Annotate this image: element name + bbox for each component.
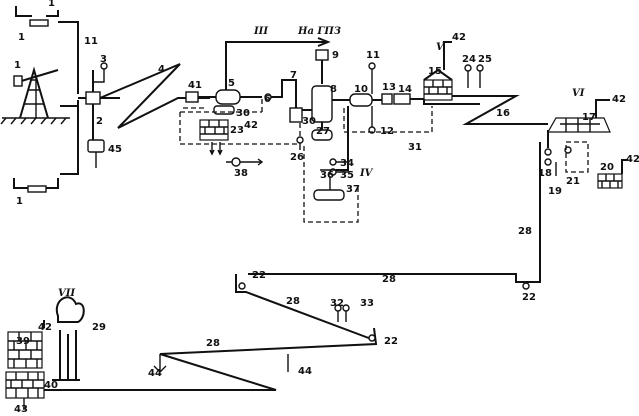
label-32: 32 [330, 298, 344, 309]
label-34: 34 [340, 158, 354, 169]
section-VII-label: VII [58, 288, 75, 299]
section-labels: III На ГПЗ IV V VI VII [58, 26, 585, 299]
label-2: 2 [96, 116, 103, 127]
label-28d: 28 [206, 338, 220, 349]
label-44a: 44 [148, 368, 162, 379]
label-5: 5 [228, 78, 235, 89]
label-4: 4 [158, 64, 165, 75]
equipment-41 [185, 91, 199, 103]
section-III-label: III [253, 26, 268, 37]
label-28b: 28 [382, 274, 396, 285]
label-25: 25 [478, 54, 492, 65]
label-43: 43 [14, 404, 28, 415]
label-17: 17 [582, 112, 596, 123]
label-1b: 1 [18, 32, 25, 43]
tank-20 [597, 159, 628, 189]
label-16: 16 [496, 108, 510, 119]
label-42e: 42 [38, 322, 52, 333]
label-22c: 22 [384, 336, 398, 347]
label-42c: 42 [612, 94, 626, 105]
equipment-9 [315, 49, 329, 61]
label-42b: 42 [452, 32, 466, 43]
section-V-label: V [436, 42, 445, 53]
separator-10 [349, 93, 373, 107]
label-39: 39 [16, 336, 30, 347]
section-IV-label: IV [359, 168, 374, 179]
label-13: 13 [382, 82, 396, 93]
section-VII [5, 296, 85, 410]
label-11b: 11 [366, 50, 380, 61]
label-15: 15 [428, 66, 442, 77]
label-10: 10 [354, 84, 368, 95]
numeric-labels: 1 1 1 1 11 2 3 4 45 41 5 30 42 23 38 6 7… [14, 0, 639, 415]
label-27: 27 [316, 126, 330, 137]
label-31: 31 [408, 142, 422, 153]
label-1d: 1 [16, 196, 23, 207]
label-20: 20 [600, 162, 614, 173]
label-40: 40 [44, 380, 58, 391]
heater-30a [213, 105, 235, 115]
label-41: 41 [188, 80, 202, 91]
label-9: 9 [332, 50, 339, 61]
label-19: 19 [548, 186, 562, 197]
section-III [179, 37, 350, 167]
tank-15 [423, 68, 453, 101]
label-30b: 30 [302, 116, 316, 127]
destination-label: На ГПЗ [297, 26, 341, 37]
section-V [423, 41, 548, 125]
furnace-23 [199, 119, 229, 141]
pumpjack-icon [13, 66, 59, 119]
separator-45 [87, 139, 105, 153]
label-21: 21 [566, 176, 580, 187]
label-37: 37 [346, 184, 360, 195]
section-IV [303, 62, 433, 223]
label-44b: 44 [298, 366, 312, 377]
label-26: 26 [290, 152, 304, 163]
manifold-2 [85, 91, 101, 105]
label-1a: 1 [48, 0, 55, 9]
label-30a: 30 [236, 108, 250, 119]
tank-39 [7, 331, 43, 369]
refinery-29 [52, 296, 85, 381]
label-8: 8 [330, 84, 337, 95]
settler-37 [313, 189, 345, 201]
label-22a: 22 [522, 292, 536, 303]
pipeline-28 [40, 270, 541, 391]
well-section [0, 6, 210, 193]
equipment-14 [393, 93, 411, 105]
label-42d: 42 [626, 154, 639, 165]
label-24: 24 [462, 54, 476, 65]
label-14: 14 [398, 84, 412, 95]
label-22b: 22 [252, 270, 266, 281]
section-VI [539, 99, 628, 270]
label-36: 36 [320, 170, 334, 181]
label-3: 3 [100, 54, 107, 65]
label-29: 29 [92, 322, 106, 333]
pump-38 [226, 157, 264, 167]
section-VI-label: VI [572, 88, 585, 99]
label-45: 45 [108, 144, 122, 155]
label-18: 18 [538, 168, 552, 179]
label-33: 33 [360, 298, 374, 309]
well-top-icon [15, 6, 79, 94]
label-12: 12 [380, 126, 394, 137]
label-42a: 42 [244, 120, 258, 131]
tank-40 [5, 371, 45, 399]
label-23: 23 [230, 125, 244, 136]
label-6: 6 [264, 94, 271, 105]
label-28c: 28 [286, 296, 300, 307]
label-7: 7 [290, 70, 297, 81]
separator-5 [215, 89, 241, 105]
label-1c: 1 [14, 60, 21, 71]
reservoir-17 [546, 117, 611, 133]
label-35: 35 [340, 170, 354, 181]
label-11a: 11 [84, 36, 98, 47]
label-38: 38 [234, 168, 248, 179]
label-28a: 28 [518, 226, 532, 237]
well-bottom-icon [13, 100, 79, 193]
